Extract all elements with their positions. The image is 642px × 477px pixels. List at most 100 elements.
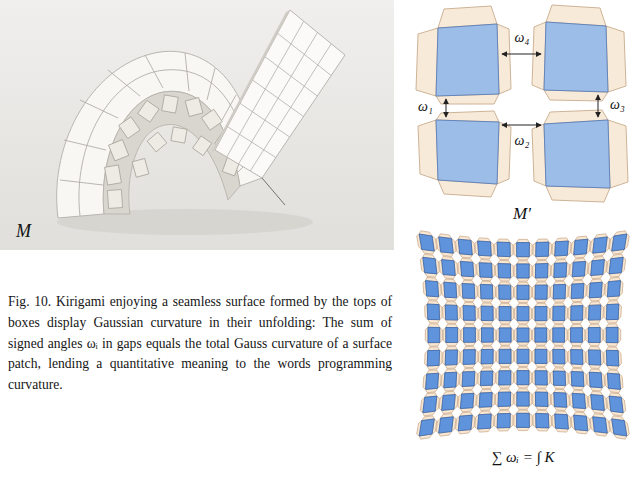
box-top — [572, 261, 585, 276]
angle-arrow — [108, 70, 140, 96]
box-flap — [600, 328, 603, 343]
box-top — [458, 239, 472, 255]
formula-label: ∑ ωᵢ = ∫ K — [492, 449, 555, 466]
angle-arrow — [250, 44, 331, 171]
box-top — [571, 372, 584, 387]
box-top — [553, 371, 565, 386]
angle-arrow — [207, 68, 215, 100]
box-top — [553, 306, 565, 321]
box-flap — [517, 367, 529, 370]
box-flap — [532, 307, 535, 321]
box-top — [419, 234, 434, 251]
box-flap — [461, 328, 464, 343]
box-flap — [458, 328, 461, 343]
box-top — [588, 328, 600, 343]
box-flap — [517, 363, 529, 366]
box-top — [606, 327, 618, 342]
box-top — [535, 371, 547, 385]
drawn-shape — [201, 109, 222, 130]
box-top — [481, 306, 493, 321]
box-flap — [482, 342, 494, 345]
box-flap — [529, 243, 532, 257]
box-top — [553, 284, 565, 299]
box-top — [593, 237, 608, 253]
surface-label: M — [16, 221, 31, 242]
box-top — [446, 328, 458, 343]
box-flap — [499, 303, 511, 306]
box-flap — [529, 285, 532, 299]
box-top — [444, 372, 457, 388]
box-top — [427, 350, 439, 366]
box-flap — [535, 321, 547, 324]
box-top — [517, 285, 529, 299]
box-flap — [481, 321, 493, 324]
angle-arrow — [502, 125, 541, 126]
angle-label: ω₄ — [515, 30, 530, 46]
drawn-shape — [147, 132, 167, 152]
box-top — [462, 284, 475, 299]
box-flap — [514, 371, 517, 385]
box-top — [535, 264, 548, 279]
box-top — [535, 307, 547, 321]
box-top — [607, 373, 620, 389]
box-top — [463, 350, 475, 365]
drawn-shape — [227, 21, 332, 171]
box-top — [499, 328, 511, 342]
box-top — [442, 395, 456, 411]
box-top — [498, 264, 511, 279]
box-flap — [529, 307, 532, 321]
box-top — [423, 257, 437, 274]
angle-label: ω₁ — [418, 99, 433, 115]
box-top — [444, 282, 457, 298]
box-top — [589, 282, 602, 298]
box-top — [481, 349, 493, 364]
box-top — [480, 284, 492, 299]
drawn-shape — [119, 117, 140, 139]
box-flap — [517, 282, 529, 285]
box-flap — [499, 342, 511, 345]
drawn-shape — [185, 97, 203, 116]
angle-arrow — [502, 54, 541, 55]
box-top — [591, 395, 605, 411]
box-top — [517, 392, 529, 406]
box-flap — [517, 385, 529, 388]
angle-arrow — [64, 140, 106, 150]
box-top — [464, 328, 476, 343]
box-top — [427, 304, 439, 320]
box-flap — [514, 243, 517, 257]
drawn-shape — [416, 28, 438, 96]
box-top — [574, 415, 588, 431]
box-flap — [535, 303, 547, 306]
drawn-shape — [416, 5, 628, 202]
surface-label: M′ — [513, 204, 531, 224]
box-top — [460, 261, 473, 276]
box-flap — [517, 299, 529, 302]
box-flap — [571, 324, 583, 327]
box-top — [589, 372, 602, 388]
box-flap — [553, 342, 565, 345]
box-flap — [446, 342, 458, 345]
box-top — [553, 328, 565, 342]
box-top — [423, 396, 437, 413]
box-flap — [529, 413, 532, 427]
box-flap — [588, 324, 600, 327]
box-flap — [517, 261, 529, 264]
drawn-shape — [215, 10, 345, 178]
box-flap — [535, 299, 547, 302]
angle-arrow — [446, 99, 447, 117]
box-top — [517, 328, 529, 342]
angle-label: ω₂ — [515, 133, 530, 149]
box-top — [426, 373, 439, 389]
angle-arrow — [227, 21, 304, 157]
box-flap — [606, 324, 618, 328]
box-flap — [511, 307, 514, 321]
box-top — [607, 281, 620, 297]
box-top — [439, 417, 454, 433]
box-flap — [588, 342, 600, 345]
angle-arrow — [239, 33, 318, 165]
box-top — [574, 239, 588, 255]
box-top — [480, 371, 492, 386]
box-flap — [517, 427, 530, 430]
box-top — [499, 349, 511, 363]
box-top — [482, 328, 494, 342]
